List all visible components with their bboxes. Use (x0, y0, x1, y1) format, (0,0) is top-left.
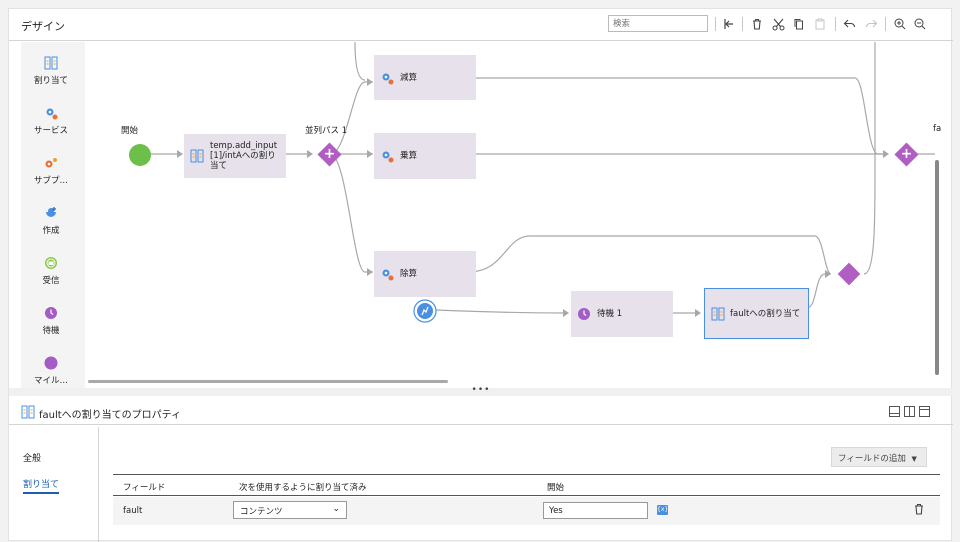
palette-item-receive[interactable]: 受信 (21, 256, 81, 286)
zoom-out-icon[interactable] (911, 15, 929, 33)
create-icon (46, 207, 56, 217)
caret-down-icon: ▼ (911, 455, 917, 463)
palette-item-assignment[interactable]: 割り当て (21, 56, 81, 86)
node-label: 除算 (400, 269, 418, 279)
zoom-in-icon[interactable] (891, 15, 909, 33)
jump-to-start-icon[interactable] (720, 15, 738, 33)
wait-node[interactable]: 待機 1 (571, 291, 673, 337)
assignment-table-header: フィールド 次を使用するように割り当て済み 開始 (113, 474, 940, 496)
properties-tabs: 全般 割り当て (9, 427, 99, 542)
palette-item-label: サービス (33, 126, 68, 136)
canvas-horizontal-scrollbar[interactable] (88, 380, 448, 383)
process-canvas[interactable]: 開始 temp.add_input[1]/intAへの割り当て 並列パス 1 +… (85, 42, 943, 388)
panel-resize-handle[interactable]: ••• (9, 386, 953, 396)
parallel-path-label: 並列パス 1 (305, 126, 348, 136)
search-input[interactable] (608, 15, 708, 32)
redo-icon (862, 15, 880, 33)
toolbar-separator (885, 17, 886, 31)
from-value-input[interactable]: Yes (543, 502, 648, 519)
plus-icon: + (900, 146, 913, 162)
trash-icon[interactable] (913, 503, 925, 515)
palette-item-subprocess[interactable]: サブプ… (21, 156, 81, 186)
milestone-icon (44, 356, 58, 370)
from-value-text: Yes (549, 506, 563, 516)
trash-icon[interactable] (748, 15, 766, 33)
column-header-field: フィールド (123, 483, 166, 493)
palette-item-create[interactable]: 作成 (21, 206, 81, 236)
properties-title: faultへの割り当てのプロパティ (39, 410, 182, 421)
palette-item-label: 受信 (42, 276, 60, 286)
service-node-subtract[interactable]: 減算 (374, 55, 476, 100)
parallel-gateway-split[interactable]: + (317, 142, 342, 167)
expression-editor-icon[interactable]: {x} (657, 505, 669, 515)
error-boundary-event-icon[interactable] (413, 299, 437, 323)
assignment-icon (21, 405, 35, 419)
subprocess-icon (45, 158, 57, 168)
undo-icon[interactable] (840, 15, 858, 33)
column-header-assign-using: 次を使用するように割り当て済み (239, 483, 367, 493)
chevron-down-icon: ⌄ (332, 504, 340, 514)
app-window: デザイン (8, 8, 953, 542)
service-gear-icon (46, 108, 58, 120)
layout-bottom-icon[interactable] (889, 406, 900, 417)
palette-item-wait[interactable]: 待機 (21, 306, 81, 336)
properties-header: faultへの割り当てのプロパティ (9, 397, 953, 425)
service-gear-icon (382, 73, 394, 84)
element-palette: 割り当て サービス サブプ… 作成 受信 待機 マイル… (21, 42, 85, 388)
palette-item-label: 待機 (42, 326, 60, 336)
layout-split-icon[interactable] (904, 406, 915, 417)
start-event[interactable] (129, 144, 151, 166)
clock-icon (45, 307, 57, 319)
edge-label: fa (933, 124, 942, 134)
clock-icon (578, 308, 590, 320)
palette-item-milestone[interactable]: マイル… (21, 356, 81, 386)
node-label: 減算 (400, 72, 418, 83)
assignment-icon (711, 307, 725, 320)
table-row: fault コンテンツ ⌄ Yes {x} (113, 497, 940, 525)
assign-using-value: コンテンツ (240, 507, 283, 517)
copy-icon[interactable] (790, 15, 808, 33)
tab-assignment[interactable]: 割り当て (23, 477, 60, 494)
start-label: 開始 (121, 126, 139, 136)
design-title: デザイン (21, 20, 65, 33)
column-header-from: 開始 (547, 483, 565, 493)
assignment-icon (44, 56, 58, 70)
palette-item-label: サブプ… (33, 176, 68, 186)
node-label: 乗算 (400, 151, 418, 161)
assignment-icon (190, 149, 204, 163)
design-header: デザイン (9, 9, 953, 41)
assign-node-add-input[interactable]: temp.add_input[1]/intAへの割り当て (184, 134, 286, 178)
assign-node-fault[interactable]: faultへの割り当て (704, 288, 809, 339)
node-label: temp.add_input[1]/intAへの割り当て (210, 141, 278, 171)
plus-icon: + (323, 146, 336, 162)
toolbar-separator (835, 17, 836, 31)
paste-icon (811, 15, 829, 33)
add-field-button[interactable]: フィールドの追加 ▼ (831, 447, 927, 467)
toolbar-separator (715, 17, 716, 31)
palette-item-service[interactable]: サービス (21, 106, 81, 136)
cut-icon[interactable] (769, 15, 787, 33)
service-gear-icon (382, 151, 394, 163)
canvas-vertical-scrollbar[interactable] (935, 160, 939, 375)
add-field-label: フィールドの追加 (838, 454, 906, 464)
node-label: 待機 1 (597, 309, 623, 319)
service-node-divide[interactable]: 除算 (374, 251, 476, 297)
field-name-cell: fault (123, 506, 143, 516)
receive-icon (45, 257, 57, 269)
parallel-gateway-join[interactable]: + (894, 142, 919, 167)
layout-top-icon[interactable] (919, 406, 930, 417)
tab-general[interactable]: 全般 (23, 454, 42, 464)
palette-item-label: マイル… (33, 376, 68, 386)
palette-item-label: 割り当て (33, 76, 68, 86)
palette-item-label: 作成 (42, 226, 60, 236)
service-gear-icon (382, 269, 394, 281)
service-node-multiply[interactable]: 乗算 (374, 133, 476, 179)
assign-using-select[interactable]: コンテンツ ⌄ (233, 501, 347, 519)
toolbar-separator (742, 17, 743, 31)
connection-lines (145, 42, 935, 317)
node-label: faultへの割り当て (730, 308, 801, 319)
